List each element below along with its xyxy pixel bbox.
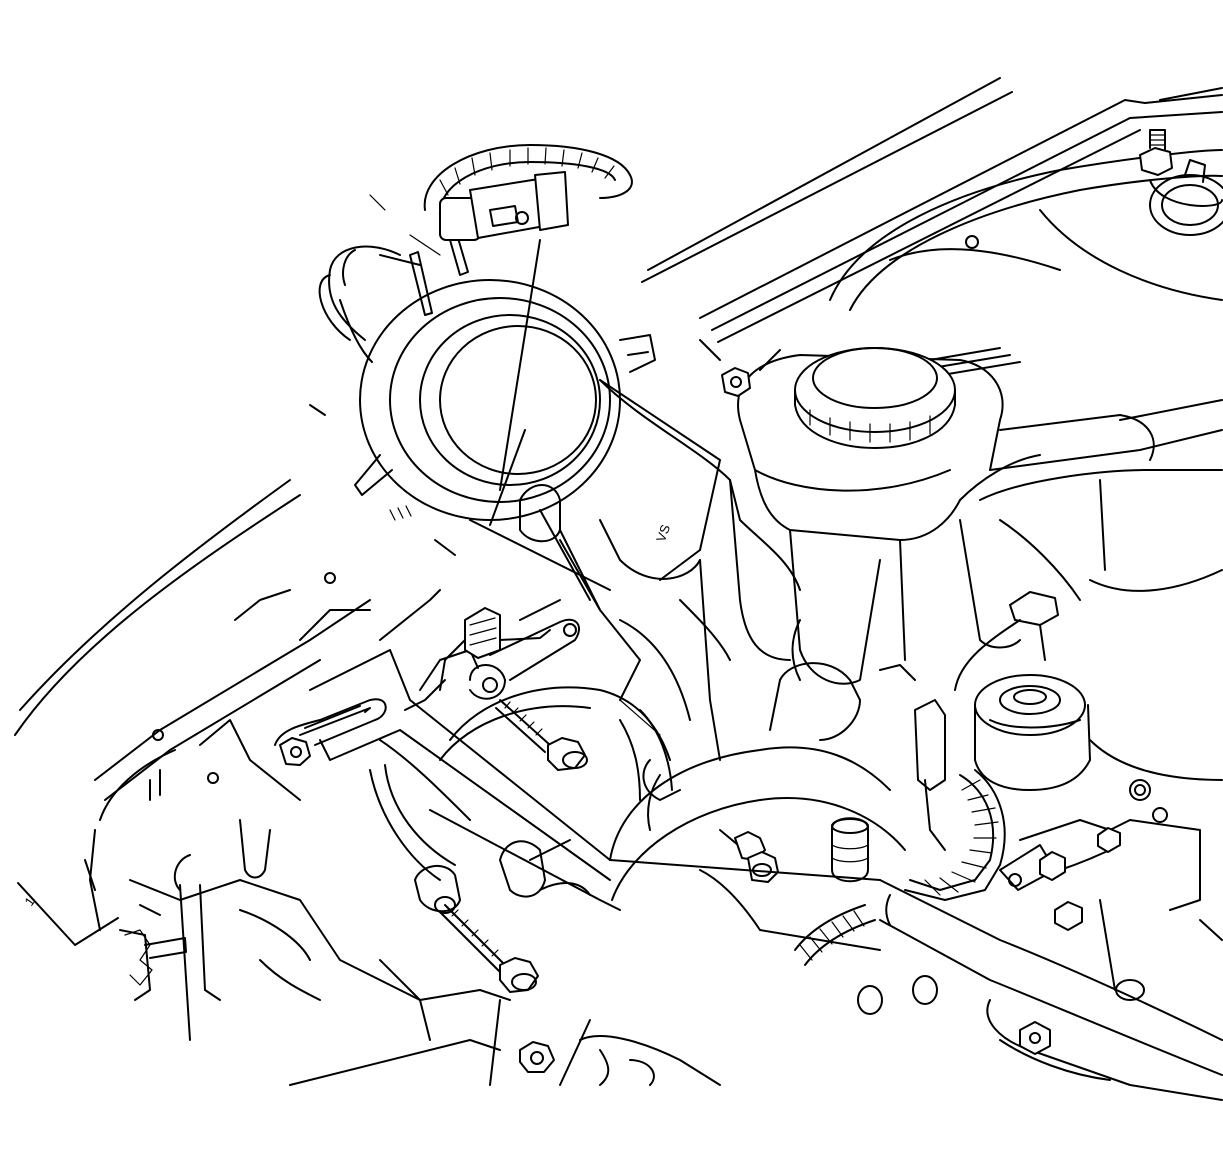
coolant-sensor <box>999 779 1201 931</box>
lower-hose <box>369 764 591 914</box>
throttle-body <box>974 674 1223 791</box>
bolt-left <box>279 737 311 766</box>
maf-sensor-housing <box>318 237 656 521</box>
radiator-support <box>14 479 881 931</box>
misc-details <box>234 519 1081 951</box>
maf-connector <box>423 144 633 241</box>
hood-edge-lines <box>641 77 1223 343</box>
ribbed-hose <box>794 904 876 966</box>
slotted-bracket <box>274 698 387 746</box>
right-connector <box>954 591 1059 691</box>
air-duct <box>519 379 801 761</box>
bolt-upper <box>495 699 588 771</box>
vacuum-fitting <box>831 817 869 883</box>
strut-tower <box>829 149 1223 311</box>
air-cleaner-box <box>959 399 1223 649</box>
reservoir-cap <box>794 347 956 449</box>
duct-stamp-label: VS <box>653 522 673 544</box>
intake-manifold <box>857 879 1223 1101</box>
lower-frame <box>129 719 721 1086</box>
figure-label: VS <box>653 522 673 544</box>
bracket-connector <box>404 607 551 711</box>
bolt-lower <box>439 904 539 993</box>
strut-nut <box>1139 129 1173 176</box>
wiring-harness-right <box>904 769 1006 901</box>
bolt-bottom <box>519 1041 555 1073</box>
harness-clip <box>879 664 946 851</box>
mounting-bracket <box>419 618 673 801</box>
bolt-center <box>719 829 779 883</box>
leader-lines <box>309 194 721 736</box>
hood-hinge-gear <box>17 882 187 1001</box>
bolt-top-left <box>699 339 781 397</box>
